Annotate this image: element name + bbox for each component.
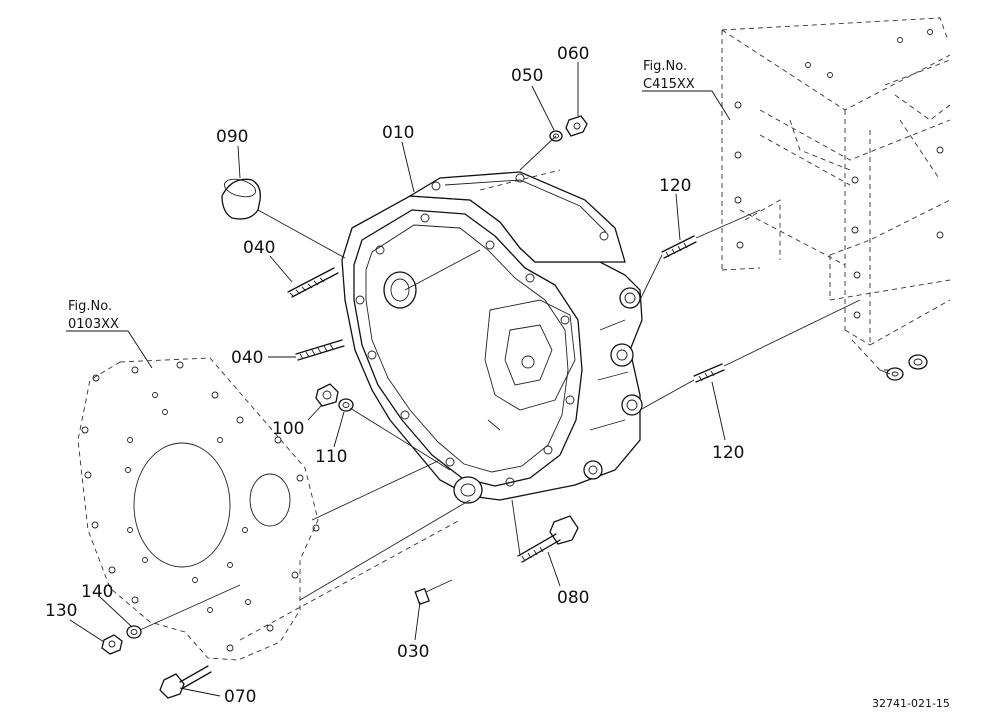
callout-100: 100 [272, 419, 304, 439]
part-030-pin [414, 587, 430, 606]
part-140-washer [126, 625, 142, 639]
callout-070: 070 [224, 687, 256, 707]
fig-ref-right-code: C415XX [643, 77, 695, 92]
leader-lines [66, 62, 731, 697]
callout-120-lower: 120 [712, 443, 744, 463]
clutch-housing [341, 171, 643, 504]
alignment-lines [139, 135, 891, 641]
callout-090: 090 [216, 127, 248, 147]
part-120-stud-lower [693, 363, 725, 383]
callout-010: 010 [382, 123, 414, 143]
callout-060: 060 [557, 44, 589, 64]
callout-120-upper: 120 [659, 176, 691, 196]
frame-assembly [721, 17, 951, 381]
part-120-stud-upper [661, 235, 697, 259]
part-070-bolt [159, 665, 212, 699]
part-100-plug [315, 383, 339, 407]
part-130-nut [101, 634, 123, 655]
fig-ref-right-title: Fig.No. [643, 59, 687, 74]
part-090-cap [221, 178, 261, 220]
fig-ref-left-title: Fig.No. [68, 299, 112, 314]
drawing-id: 32741-021-15 [872, 697, 950, 710]
part-040-stud-upper [287, 267, 339, 298]
callout-110: 110 [315, 447, 347, 467]
callout-labels: 010 090 040 040 050 060 120 120 100 110 … [45, 44, 744, 707]
figure-references: Fig.No. C415XX Fig.No. 0103XX [68, 59, 695, 332]
part-080-bolt [517, 515, 579, 563]
callout-040-upper: 040 [243, 238, 275, 258]
callout-040-lower: 040 [231, 348, 263, 368]
callout-130: 130 [45, 601, 77, 621]
part-060-nut [565, 115, 588, 137]
part-110-washer [338, 398, 354, 412]
part-040-stud-lower [295, 339, 345, 361]
engine-plate [77, 357, 320, 661]
callout-140: 140 [81, 582, 113, 602]
callout-080: 080 [557, 588, 589, 608]
callout-050: 050 [511, 66, 543, 86]
fig-ref-left-code: 0103XX [68, 317, 119, 332]
callout-030: 030 [397, 642, 429, 662]
